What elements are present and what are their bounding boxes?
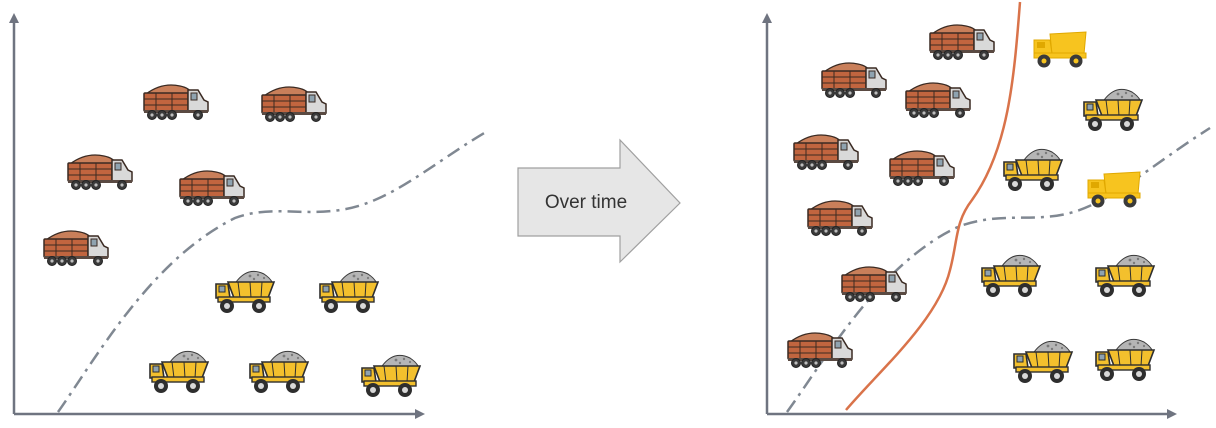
log-truck-icon: [929, 24, 995, 61]
dump-truck-icon: [215, 270, 275, 314]
over-time-arrow: [517, 138, 681, 264]
log-truck-icon: [821, 62, 887, 99]
log-truck-icon: [179, 170, 245, 207]
dump-truck-icon: [361, 354, 421, 398]
empty-dump-truck-icon: [1087, 171, 1141, 208]
log-truck-icon: [43, 230, 109, 267]
dump-truck-icon: [1083, 88, 1143, 132]
dump-truck-icon: [149, 350, 209, 394]
log-truck-icon: [793, 134, 859, 171]
log-truck-icon: [67, 154, 133, 191]
after-new-decision-boundary: [845, 1, 1022, 411]
empty-dump-truck-icon: [1033, 31, 1087, 68]
before-panel: [9, 13, 487, 419]
log-truck-icon: [261, 86, 327, 123]
log-truck-icon: [841, 266, 907, 303]
dump-truck-icon: [1003, 148, 1063, 192]
dump-truck-icon: [1013, 340, 1073, 384]
after-panel: [762, 1, 1211, 419]
before-decision-boundary: [56, 130, 487, 413]
log-truck-icon: [889, 150, 955, 187]
dump-truck-icon: [249, 350, 309, 394]
over-time-label: Over time: [544, 192, 628, 213]
log-truck-icon: [905, 82, 971, 119]
dump-truck-icon: [319, 270, 379, 314]
log-truck-icon: [143, 84, 209, 121]
log-truck-icon: [787, 332, 853, 369]
dump-truck-icon: [1095, 254, 1155, 298]
dump-truck-icon: [1095, 338, 1155, 382]
dump-truck-icon: [981, 254, 1041, 298]
log-truck-icon: [807, 200, 873, 237]
